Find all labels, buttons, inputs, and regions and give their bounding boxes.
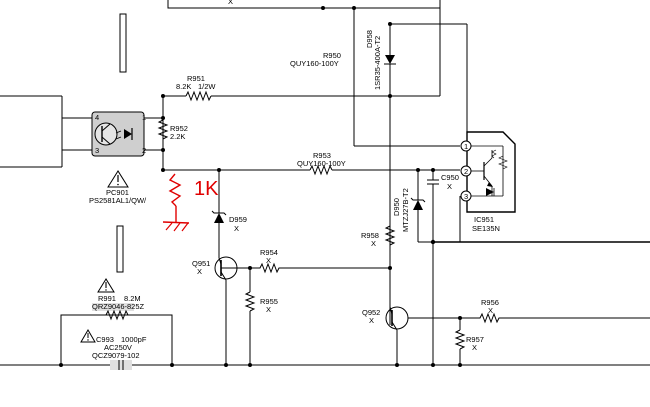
- r956-value: X: [488, 306, 493, 315]
- r952-ref: R952: [170, 124, 188, 133]
- d950-value: MTZJ27B-T2: [401, 188, 410, 232]
- junction: [59, 363, 63, 367]
- r950-ref: R950: [323, 51, 341, 60]
- r955-resistor: [244, 291, 256, 312]
- r952-resistor: [157, 119, 169, 140]
- c993-value: 1000pF: [121, 335, 147, 344]
- isolation-bar-bottom: [116, 225, 124, 273]
- junction: [458, 363, 462, 367]
- r958-resistor: [384, 225, 396, 246]
- r953-ref: R953: [313, 151, 331, 160]
- junction: [248, 363, 252, 367]
- top-frame-wire: [167, 0, 441, 9]
- r955-value: X: [266, 305, 271, 314]
- ic951-chip: [460, 131, 516, 213]
- pc901-pin-3: 3: [95, 146, 99, 155]
- d958-ref: D958: [365, 30, 374, 48]
- c993-highlight: [110, 360, 132, 370]
- junction: [161, 148, 165, 152]
- c950-value: X: [447, 182, 452, 191]
- r951-rating: 1/2W: [198, 82, 216, 91]
- r954-resistor: [250, 262, 390, 274]
- r954-ref: R954: [260, 248, 278, 257]
- warning-icon: [80, 329, 96, 343]
- r991-ref: R991: [98, 294, 116, 303]
- warning-icon: [97, 278, 115, 293]
- c950-ref: C950: [441, 173, 459, 182]
- junction: [388, 22, 392, 26]
- d959-cathode: [211, 210, 227, 216]
- junction: [170, 363, 174, 367]
- ic951-part: SE135N: [472, 224, 500, 233]
- d959-diode: [214, 213, 224, 223]
- q952-transistor: [385, 306, 460, 331]
- r953-value: QUY160-100Y: [297, 159, 346, 168]
- red-annotation-text: 1K: [194, 178, 219, 200]
- r955-ref: R955: [260, 297, 278, 306]
- r958-ref: R958: [361, 231, 379, 240]
- d959-value: X: [234, 224, 239, 233]
- d950-cathode: [410, 197, 426, 203]
- warning-icon: [107, 170, 129, 188]
- ic951-ref: IC951: [474, 215, 494, 224]
- junction: [431, 363, 435, 367]
- q952-value: X: [369, 316, 374, 325]
- r991-resistor: [105, 309, 129, 321]
- junction: [224, 363, 228, 367]
- ic951-pin-2: 2: [464, 167, 468, 176]
- top-marker: X: [228, 0, 233, 6]
- r991-part-highlight: [92, 303, 134, 311]
- r951-ref: R951: [187, 74, 205, 83]
- ic951-pin-3: 3: [464, 192, 468, 201]
- r958-value: X: [371, 239, 376, 248]
- q951-ref: Q951: [192, 259, 210, 268]
- isolation-bar-top: [119, 13, 127, 73]
- pc901-part: PS2581AL1/QW/: [89, 196, 147, 205]
- q951-value: X: [197, 267, 202, 276]
- d958-value: 1SR35-400A-T2: [373, 36, 382, 90]
- r953-resistor: [309, 164, 333, 176]
- r957-ref: R957: [466, 335, 484, 344]
- junction: [395, 363, 399, 367]
- r951-resistor: [185, 90, 212, 102]
- r957-value: X: [472, 343, 477, 352]
- junction: [321, 6, 325, 10]
- r950-value: QUY160-100Y: [290, 59, 339, 68]
- r991-part: QRZ9046-825Z: [92, 302, 145, 311]
- q952-ref: Q952: [362, 308, 380, 317]
- c993-part: QCZ9079-102: [92, 351, 140, 360]
- c993-ref: C993: [96, 335, 114, 344]
- junction: [430, 239, 436, 245]
- r956-ref: R956: [481, 298, 499, 307]
- d958-diode: [385, 55, 395, 64]
- pc901-pin-4: 4: [95, 113, 99, 122]
- pc901-ref: PC901: [106, 188, 129, 197]
- r951-value: 8.2K: [176, 82, 191, 91]
- junction: [161, 116, 165, 120]
- r956-resistor: [460, 312, 650, 324]
- d950-ref: D950: [392, 198, 401, 216]
- r954-value: X: [266, 256, 271, 265]
- pc901-optocoupler: [91, 111, 145, 157]
- red-annotation-resistor: [162, 173, 190, 232]
- r991-value: 8.2M: [124, 294, 141, 303]
- q951-transistor: [214, 256, 250, 281]
- ic951-pin-1: 1: [464, 142, 468, 151]
- c993-voltage: AC250V: [104, 343, 132, 352]
- d959-ref: D959: [229, 215, 247, 224]
- r952-value: 2.2K: [170, 132, 185, 141]
- junction: [388, 94, 392, 98]
- d950-diode: [413, 200, 423, 210]
- r957-resistor: [454, 329, 466, 350]
